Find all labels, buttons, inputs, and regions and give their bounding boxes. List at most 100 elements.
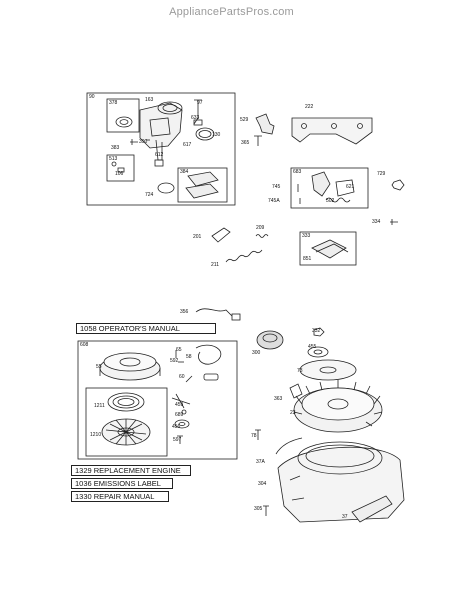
replacement-engine-label: 1329 REPLACEMENT ENGINE: [71, 465, 191, 476]
rewind-subassembly-box: [85, 387, 168, 457]
callout-689: 689: [175, 412, 184, 418]
callout-633: 633: [191, 115, 200, 121]
part-334: [390, 219, 398, 225]
watermark-text: AppliancePartsPros.com: [169, 6, 294, 18]
callout-23: 23: [290, 410, 296, 416]
part-37-baffle: [351, 495, 393, 523]
box-title-carb-kit: 90: [89, 94, 95, 100]
callout-60: 60: [179, 374, 185, 380]
box-title-333: 333: [302, 233, 311, 239]
part-745-screw: [297, 184, 301, 204]
part-455-cup: [307, 346, 329, 358]
part-304-blower-housing: [277, 441, 405, 523]
callout-65: 65: [176, 347, 182, 353]
part-529-elbow: [255, 113, 275, 135]
callout-745: 745: [272, 184, 281, 190]
part-58-rope: [195, 344, 222, 365]
callout-163: 163: [145, 97, 154, 103]
kit-384-box: [177, 167, 228, 203]
part-378-ring: [115, 116, 133, 128]
callout-612: 612: [155, 152, 164, 158]
callout-305: 305: [254, 506, 263, 512]
part-130: [195, 127, 215, 141]
part-356-wire: [195, 308, 233, 317]
part-459: [171, 393, 191, 409]
box-title-683: 683: [293, 169, 302, 175]
callout-356: 356: [180, 309, 189, 315]
part-851: [311, 239, 347, 259]
part-363: [289, 383, 303, 399]
part-365-screw: [254, 135, 262, 146]
part-governor-lever: [311, 171, 331, 197]
starter-kit-box: [77, 340, 238, 460]
flywheel: [293, 380, 383, 433]
callout-365: 365: [241, 140, 250, 146]
carburetor-kit-box: [86, 92, 236, 206]
part-209-spring: [255, 234, 269, 238]
part-724: [157, 182, 175, 194]
callout-106: 106: [115, 171, 124, 177]
callout-729: 729: [377, 171, 386, 177]
callout-73: 73: [297, 368, 303, 374]
callout-621: 621: [346, 184, 355, 190]
part-689: [181, 409, 187, 415]
callout-617: 617: [183, 142, 192, 148]
part-106: [117, 167, 125, 173]
callout-724: 724: [145, 192, 154, 198]
callout-334: 334: [372, 219, 381, 225]
emissions-label-label: 1036 EMISSIONS LABEL: [71, 478, 173, 489]
callout-332: 332: [312, 328, 321, 334]
part-383: [130, 139, 138, 145]
part-60-handle: [203, 373, 219, 381]
part-97: [193, 99, 202, 125]
part-78: [255, 429, 261, 440]
part-201-link: [211, 227, 231, 243]
callout-58: 58: [186, 354, 192, 360]
callout-1210: 1210: [90, 432, 102, 438]
callout-300: 300: [252, 350, 261, 356]
part-729-nut: [391, 179, 405, 191]
part-384-gasket: [187, 171, 219, 187]
spring-kit-box: [299, 231, 357, 266]
part-305: [263, 505, 269, 516]
box-title-513: 513: [109, 156, 118, 162]
callout-78: 78: [251, 433, 257, 439]
part-300-cup: [256, 330, 284, 350]
callout-592: 592: [170, 358, 179, 364]
part-1211-spring: [107, 392, 145, 412]
callout-130: 130: [212, 132, 221, 138]
box-title-608: 608: [80, 342, 89, 348]
callout-456: 456: [172, 424, 181, 430]
kit-378-box: [106, 98, 140, 133]
callout-529: 529: [240, 117, 249, 123]
part-456: [174, 419, 190, 429]
part-222-bracket: [291, 117, 373, 145]
callout-37: 37: [342, 514, 348, 520]
callout-851: 851: [303, 256, 312, 262]
box-title-378: 378: [109, 100, 118, 106]
part-37a-tube: [275, 437, 303, 455]
callout-304: 304: [258, 481, 267, 487]
kit-513-box: [106, 154, 135, 182]
part-597: [177, 435, 183, 444]
callout-745a: 745A: [268, 198, 280, 204]
callout-502: 502: [326, 198, 335, 204]
carburetor-body: [139, 101, 183, 167]
box-title-384: 384: [180, 169, 189, 175]
part-502-spring: [325, 197, 351, 203]
callout-211: 211: [211, 262, 219, 268]
callout-201: 201: [193, 234, 202, 240]
callout-459: 459: [175, 402, 184, 408]
callout-597: 597: [173, 437, 182, 443]
callout-1211: 1211: [94, 403, 105, 409]
callout-383: 383: [111, 145, 120, 151]
part-55-starter-housing: [99, 352, 161, 381]
callout-55: 55: [96, 364, 102, 370]
callout-209: 209: [256, 225, 265, 231]
callout-37a: 37A: [256, 459, 265, 465]
part-332-nut: [313, 327, 325, 337]
callout-455: 455: [308, 344, 317, 350]
part-633: [193, 119, 203, 126]
callout-222: 222: [305, 104, 314, 110]
